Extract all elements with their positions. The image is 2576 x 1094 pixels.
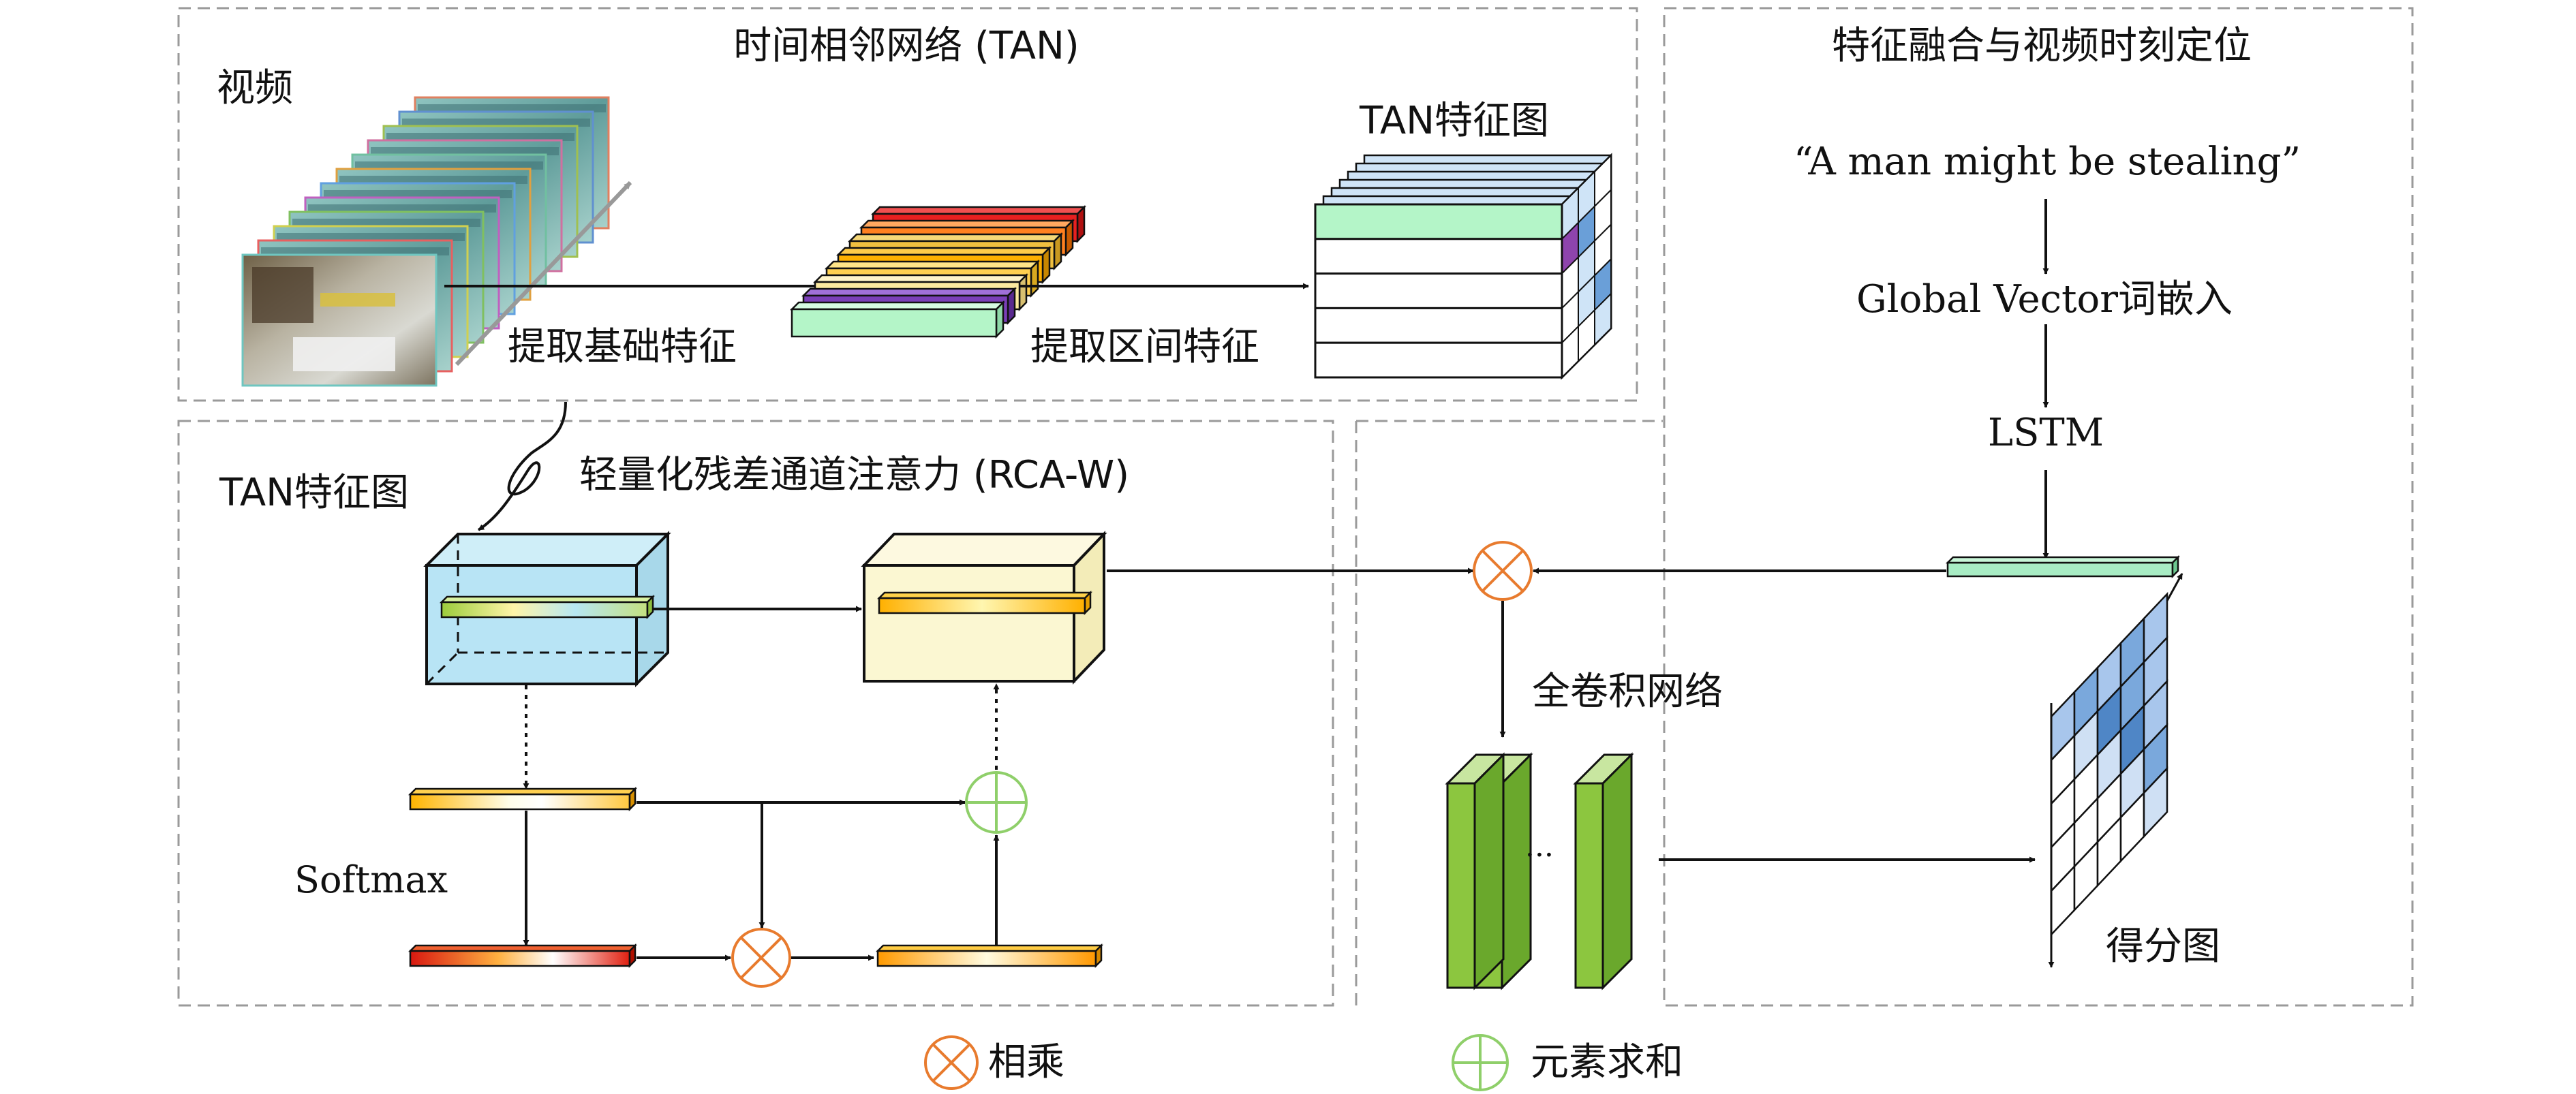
fcn-ellipsis: ··· [1525,838,1554,873]
video-frame-detail [371,147,559,155]
video-frame-stack [241,96,610,387]
legend-sum-label: 元素求和 [1531,1040,1683,1084]
score-map-axis-arrow [2166,573,2183,601]
output-feature-cube [861,531,1107,685]
sentence-feature-vector [1945,554,2181,579]
basic-feature-front-bar [789,300,1006,339]
input-feature-cube [423,531,671,687]
lstm-label: LSTM [1988,411,2104,455]
rca-panel-title: 轻量化残差通道注意力 (RCA-W) [579,453,1129,497]
pooled-channel-vector [408,786,638,812]
video-frame-detail [418,104,606,112]
fusion-panel-title: 特征融合与视频时刻定位 [1832,24,2252,68]
fcn-layer [1445,752,1506,990]
query-text: “A man might be stealing” [1794,140,2301,184]
weighted-channel-vector [875,943,1104,969]
video-frame-detail [324,190,512,198]
fusion-panel-border [1663,7,2414,1007]
score-map [2048,573,2183,968]
tan-cube-row [1314,238,1563,275]
softmax-weight-vector [408,943,638,969]
sum-symbol-rca [965,771,1028,834]
fcn-label: 全卷积网络 [1532,670,1723,714]
tan-panel-border [177,7,1638,402]
basic-feature-stack [789,204,1087,339]
multiply-symbol-rca [731,928,791,988]
time-axis-arrow [455,181,632,366]
rca-panel-border [177,420,1334,1007]
extract-basic-features-label: 提取基础特征 [508,325,737,369]
tan-panel-title: 时间相邻网络 (TAN) [733,24,1079,68]
score-map-label: 得分图 [2106,924,2220,969]
legend-sum-symbol [1452,1034,1509,1091]
loop-arrow-into-rca [477,401,567,531]
fcn-layer [1573,752,1634,990]
video-frame-detail [277,233,465,241]
tan-feature-map-label-rca: TAN特征图 [219,471,409,515]
panel-borders [177,7,2414,1007]
tan-cube-side-cell [1594,292,1612,347]
video-frame-detail [339,176,527,184]
tan-feature-map-label-top: TAN特征图 [1359,99,1549,143]
video-frame-detail [355,161,543,170]
score-map-cell [2143,766,2168,839]
video-frame-detail [261,247,449,255]
video-frame-detail [308,204,496,213]
video-frame-detail [402,119,590,127]
video-frame-detail [386,133,574,141]
legend-multiply-symbol [924,1035,979,1090]
softmax-label: Softmax [294,858,448,901]
fcn-layers [1445,752,1634,990]
embedding-label: Global Vector词嵌入 [1856,277,2233,322]
tan-cube-highlight-row [1314,203,1563,240]
tan-cube-row [1314,272,1563,309]
extract-interval-features-label: 提取区间特征 [1030,325,1259,369]
tan-cube-row [1314,341,1563,379]
video-frame-detail [292,219,480,227]
tan-feature-map-cube [1314,153,1612,380]
legend-multiply-label: 相乘 [988,1040,1064,1084]
tan-cube-row [1314,307,1563,344]
video-front-frame-detail [252,267,313,323]
video-front-frame-detail [293,337,395,371]
video-label: 视频 [217,66,293,110]
video-front-frame-detail [320,293,395,307]
multiply-symbol-fusion [1473,541,1533,601]
